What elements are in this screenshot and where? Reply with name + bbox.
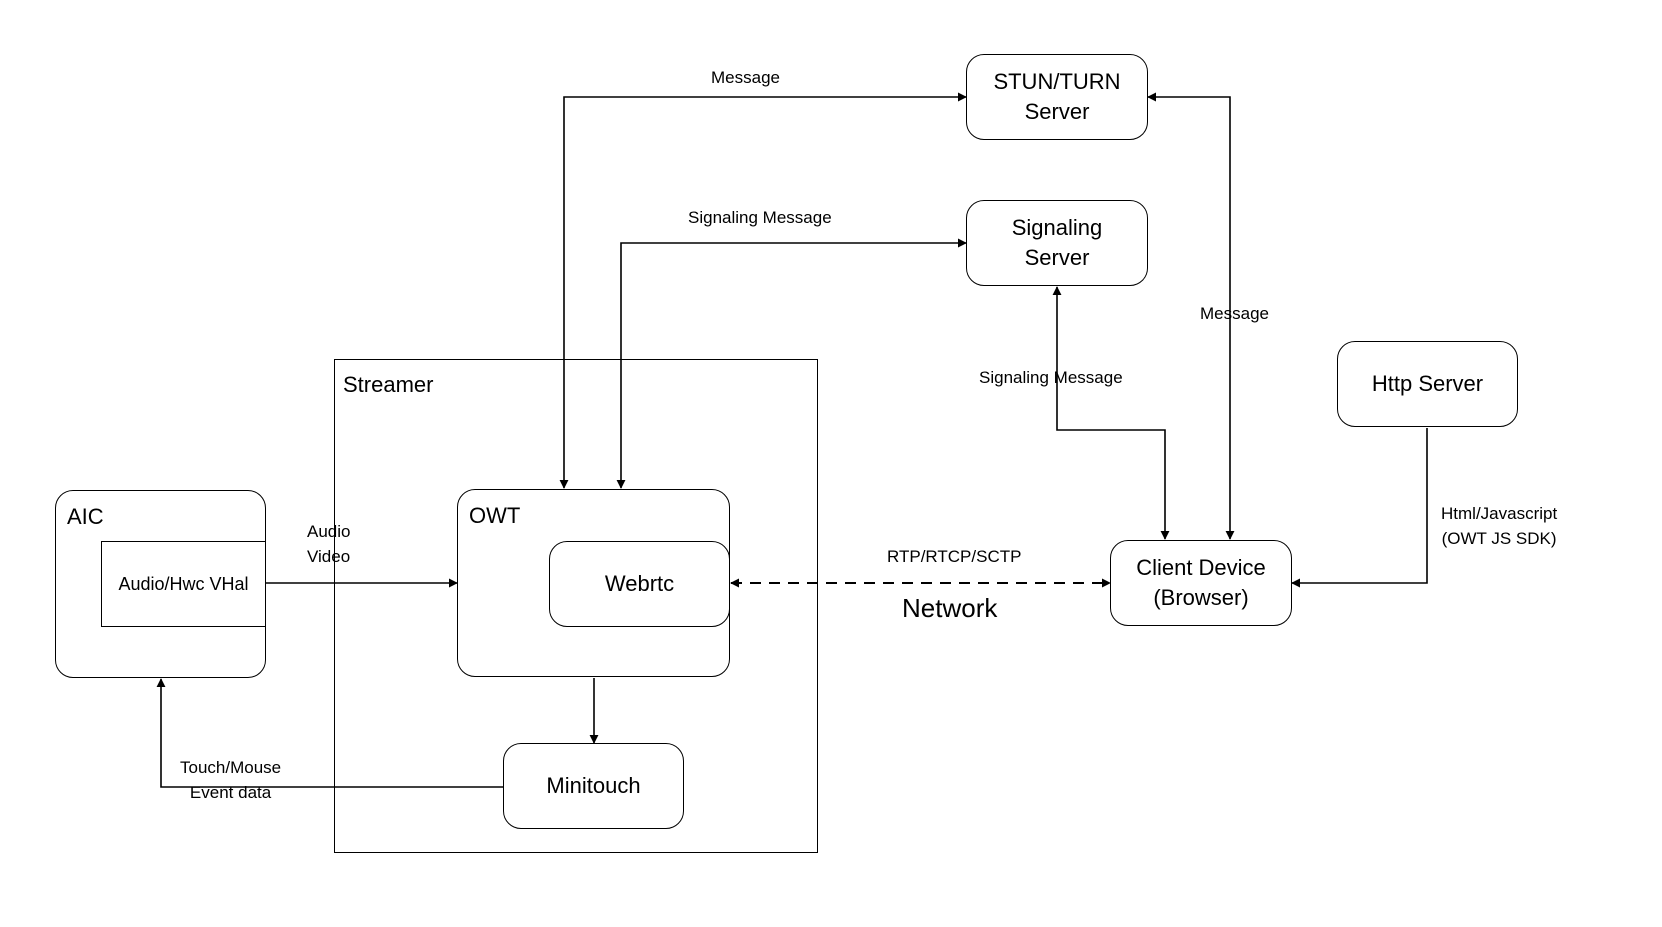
http-server-node: Http Server xyxy=(1337,341,1518,427)
owt-label: OWT xyxy=(469,503,521,528)
client-stun-connector xyxy=(1147,92,1235,540)
http-client-connector xyxy=(1291,428,1428,588)
owt-stun-label: Message xyxy=(711,68,780,87)
webrtc-node: Webrtc xyxy=(549,541,730,627)
client-signaling-connector xyxy=(1052,286,1170,540)
http-client-label: Html/Javascript (OWT JS SDK) xyxy=(1441,504,1558,548)
owt-signaling-label: Signaling Message xyxy=(688,208,832,227)
stun-turn-server-node: STUN/TURN Server xyxy=(966,54,1148,140)
streamer-label: Streamer xyxy=(343,372,434,397)
minitouch-aic-connector xyxy=(156,678,503,788)
owt-signaling-connector xyxy=(616,238,967,489)
audio-hwc-vhal-node: Audio/Hwc VHal xyxy=(101,541,266,627)
client-stun-label: Message xyxy=(1200,304,1269,323)
minitouch-node: Minitouch xyxy=(503,743,684,829)
minitouch-aic-label: Touch/Mouse Event data xyxy=(180,758,282,802)
network-label: Network xyxy=(902,593,998,623)
client-device-node: Client Device (Browser) xyxy=(1110,540,1292,626)
aic-label: AIC xyxy=(67,504,104,529)
client-signaling-label: Signaling Message xyxy=(979,368,1123,387)
vhal-owt-label: Audio Video xyxy=(307,522,351,566)
owt-stun-connector xyxy=(559,92,967,489)
webrtc-client-label: RTP/RTCP/SCTP xyxy=(887,547,1022,566)
